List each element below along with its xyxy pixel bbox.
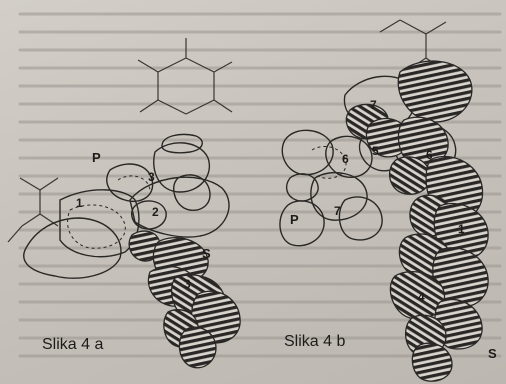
left-region-label-s: S bbox=[202, 246, 211, 261]
right-cell-number-5: 5 bbox=[372, 144, 379, 158]
right-panel-hatched bbox=[346, 61, 488, 381]
caption-figure-4b: Slika 4 b bbox=[284, 333, 345, 351]
right-cell-number-7-top: 7 bbox=[370, 98, 377, 112]
right-cell-number-6-right: 6 bbox=[426, 148, 433, 162]
right-cell-number-6-left: 6 bbox=[342, 152, 349, 166]
left-cell-number-1: 1 bbox=[76, 196, 83, 210]
right-region-label-p: P bbox=[290, 212, 299, 227]
left-cell-number-3b: 3 bbox=[184, 277, 191, 291]
right-cell-number-1: 1 bbox=[458, 222, 465, 236]
right-cell-number-4: 4 bbox=[418, 290, 425, 304]
caption-figure-4a: Slika 4 a bbox=[42, 336, 103, 354]
left-cell-number-3: 3 bbox=[148, 170, 155, 184]
left-panel-hatched bbox=[129, 231, 240, 368]
right-cell-number-7-bottom: 7 bbox=[334, 204, 341, 218]
right-region-label-s: S bbox=[488, 346, 497, 361]
left-region-label-p: P bbox=[92, 150, 101, 165]
left-cell-number-2: 2 bbox=[152, 205, 159, 219]
